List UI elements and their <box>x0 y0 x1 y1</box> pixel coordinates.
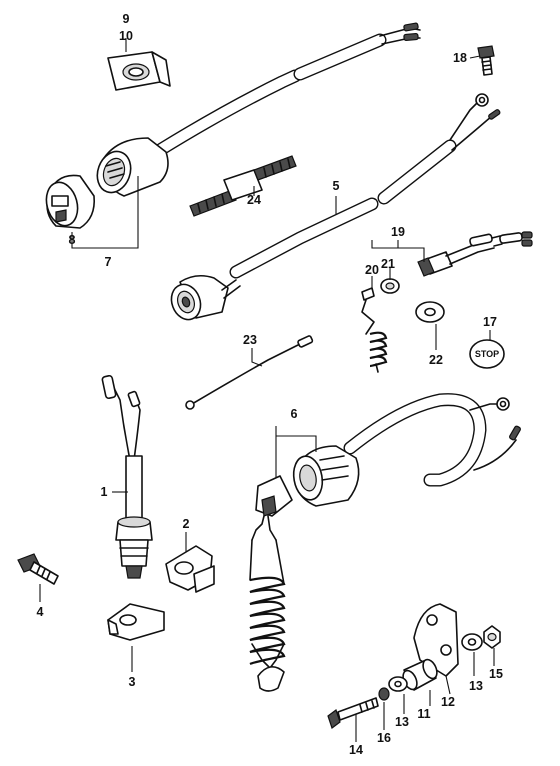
label-7: 7 <box>105 255 112 269</box>
label-14: 14 <box>349 743 363 757</box>
label-15: 15 <box>489 667 503 681</box>
bolt-part-4 <box>17 553 59 585</box>
connector-cap-part-8 <box>45 174 96 229</box>
bolt-part-14 <box>327 697 379 729</box>
label-6: 6 <box>291 407 298 421</box>
plate-part-12 <box>413 603 459 677</box>
callout-labels: 9 10 18 24 5 8 7 19 20 21 22 17 23 6 1 2… <box>37 12 503 757</box>
label-23: 23 <box>243 333 257 347</box>
leader-7 <box>71 176 139 249</box>
label-16: 16 <box>377 731 391 745</box>
label-13-right: 13 <box>469 679 483 693</box>
label-18: 18 <box>453 51 467 65</box>
label-21: 21 <box>381 257 395 271</box>
label-19: 19 <box>391 225 405 239</box>
label-13-left: 13 <box>395 715 409 729</box>
stud-part-24 <box>189 155 297 217</box>
wire-part-23 <box>185 335 314 410</box>
cable-part-5 <box>170 93 501 321</box>
washer-part-13-right <box>461 633 483 651</box>
label-12: 12 <box>441 695 455 709</box>
switch-part-1 <box>101 374 153 579</box>
label-3: 3 <box>129 675 136 689</box>
stop-switch-part-19 <box>417 231 533 277</box>
washer-part-22 <box>415 301 445 323</box>
nut-part-16 <box>378 687 390 701</box>
leader-lines <box>39 38 495 742</box>
nut-part-21 <box>380 278 400 294</box>
stop-plate-text: STOP <box>475 349 499 359</box>
label-4: 4 <box>37 605 44 619</box>
label-10: 10 <box>119 29 133 43</box>
kill-switch-part-6 <box>249 393 521 692</box>
bolt-part-18 <box>477 45 495 76</box>
label-9: 9 <box>123 12 130 26</box>
label-5: 5 <box>333 179 340 193</box>
label-24: 24 <box>247 193 261 207</box>
label-11: 11 <box>417 707 430 721</box>
cable-harness-7 <box>153 22 421 157</box>
label-17: 17 <box>483 315 497 329</box>
lanyard-clip-part-20 <box>361 287 388 373</box>
clamp-part-2 <box>165 545 215 593</box>
label-20: 20 <box>365 263 379 277</box>
grommet-part-9-10 <box>107 51 171 91</box>
label-1: 1 <box>101 485 108 499</box>
washer-part-13-left <box>388 676 408 692</box>
label-22: 22 <box>429 353 443 367</box>
connector-part-7 <box>96 137 169 197</box>
stop-plate-part-17: STOP <box>469 339 505 369</box>
bracket-part-3 <box>107 603 165 641</box>
nut-part-15 <box>483 625 501 649</box>
label-8: 8 <box>69 233 76 247</box>
label-2: 2 <box>183 517 190 531</box>
